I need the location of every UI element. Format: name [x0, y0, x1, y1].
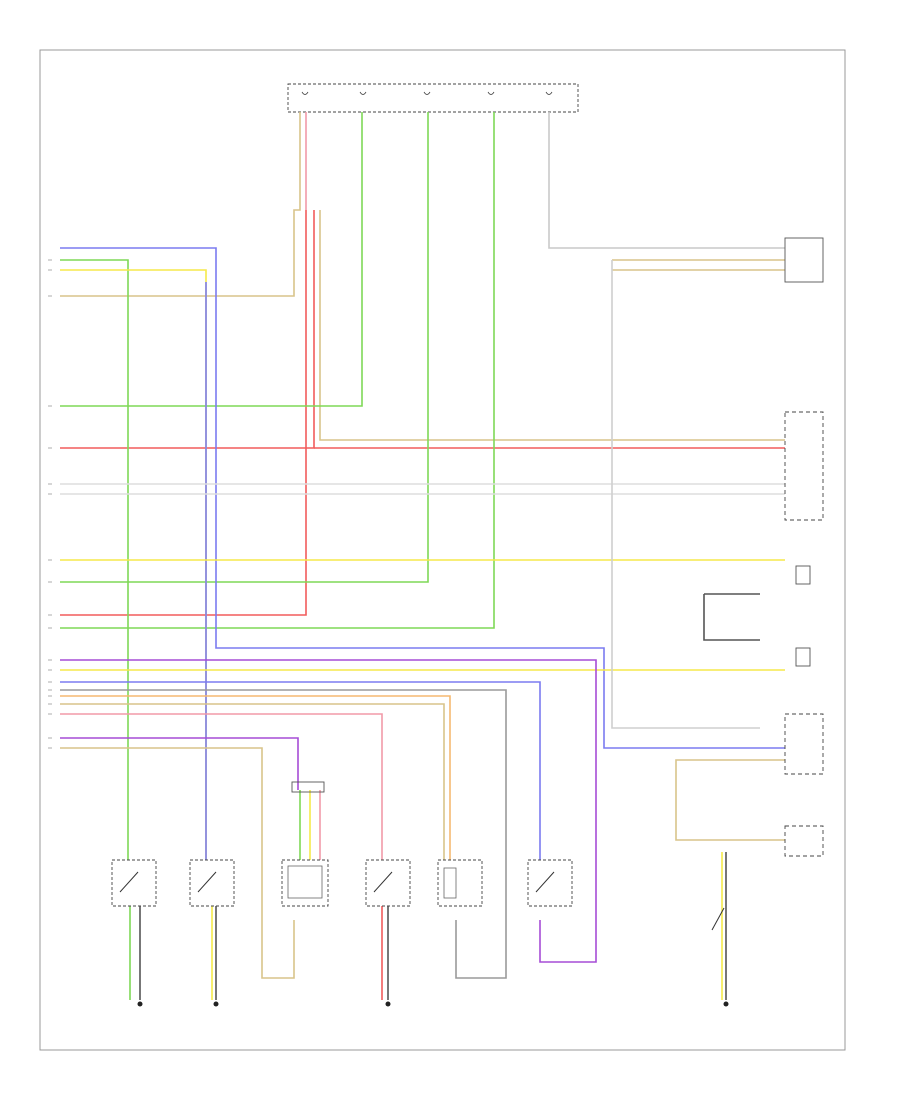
connector-right-3: [795, 565, 811, 585]
component-7: [711, 907, 725, 931]
wire-blue-top: [60, 247, 785, 749]
connector-right-4: [795, 647, 811, 667]
switch-icon: [535, 871, 555, 893]
component-4: [365, 859, 411, 907]
wire-orange-bus: [60, 695, 451, 860]
component-6: [527, 859, 573, 907]
wire-fuse3-green: [60, 112, 429, 583]
connector-right-1: [784, 237, 824, 283]
connector-right-6: [784, 825, 824, 857]
wire-purple-b: [60, 737, 299, 790]
wire-black-b: [703, 594, 760, 641]
diagram-frame: [39, 49, 846, 1051]
ground-icon: [137, 1001, 729, 1007]
wire-pink-bus: [60, 713, 383, 860]
wire-fuse1-red: [60, 210, 307, 616]
wire-gray-vert: [611, 260, 760, 729]
wire-gray-bus: [60, 689, 507, 979]
component-5-inner: [443, 867, 457, 899]
component-3-inner: [287, 865, 323, 899]
switch-icon: [373, 871, 393, 893]
wire-fuse2-green: [60, 112, 363, 407]
switch-icon: [197, 871, 217, 893]
wire-fuse1-tan-b: [319, 210, 785, 441]
wire-fuse1-red-b: [60, 210, 315, 449]
connector-right-2: [784, 411, 824, 521]
fuse-box-fuses: [301, 91, 553, 95]
wire-purple-bus: [60, 659, 597, 963]
switch-icon: [119, 871, 139, 893]
wire-tan-c: [60, 747, 295, 979]
component-1: [111, 859, 157, 907]
connector-mid: [291, 781, 325, 793]
wire-blue-bus: [60, 681, 541, 860]
wire-yellow-top: [60, 269, 207, 860]
wire-fuse1-tan: [60, 112, 301, 297]
component-2: [189, 859, 235, 907]
fuse-box: [287, 83, 579, 113]
switch-icon: [711, 907, 725, 931]
wire-fuse5-gray: [548, 112, 785, 249]
connector-right-5: [784, 713, 824, 775]
wire-fuse4-green: [60, 112, 495, 629]
component-5: [437, 859, 483, 907]
component-3: [281, 859, 329, 907]
wire-runs: [60, 112, 785, 1000]
wire-tan-loop: [675, 759, 785, 841]
wire-tan-bus: [60, 703, 445, 860]
left-pin-marks: [48, 259, 52, 749]
